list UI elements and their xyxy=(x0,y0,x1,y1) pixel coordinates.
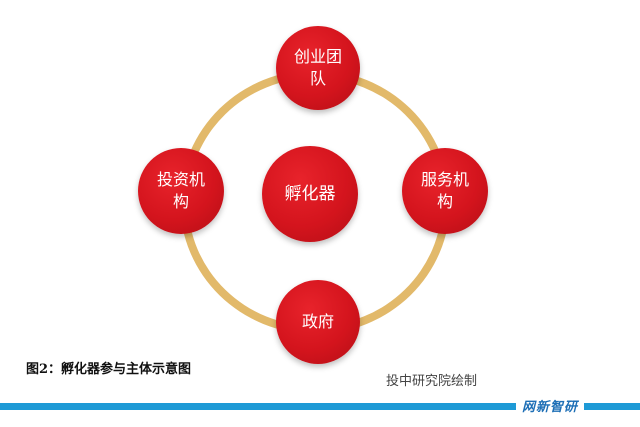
footer-bar xyxy=(0,403,640,410)
node-startup-team-label: 创业团队 xyxy=(293,47,342,88)
source-credit: 投中研究院绘制 xyxy=(386,374,478,389)
node-government: 政府 xyxy=(276,280,360,364)
node-incubator-center: 孵化器 xyxy=(262,146,358,242)
watermark-logo: 网新智研 xyxy=(516,396,585,415)
node-service-institution: 服务机构 xyxy=(402,148,488,234)
node-government-label: 政府 xyxy=(301,312,334,331)
figure-caption: 图2：孵化器参与主体示意图 xyxy=(26,362,192,377)
node-service-institution-label: 服务机构 xyxy=(420,170,469,211)
node-incubator-label: 孵化器 xyxy=(284,184,336,204)
node-startup-team: 创业团队 xyxy=(276,26,360,110)
node-investment-institution-label: 投资机构 xyxy=(156,170,205,211)
node-investment-institution: 投资机构 xyxy=(138,148,224,234)
